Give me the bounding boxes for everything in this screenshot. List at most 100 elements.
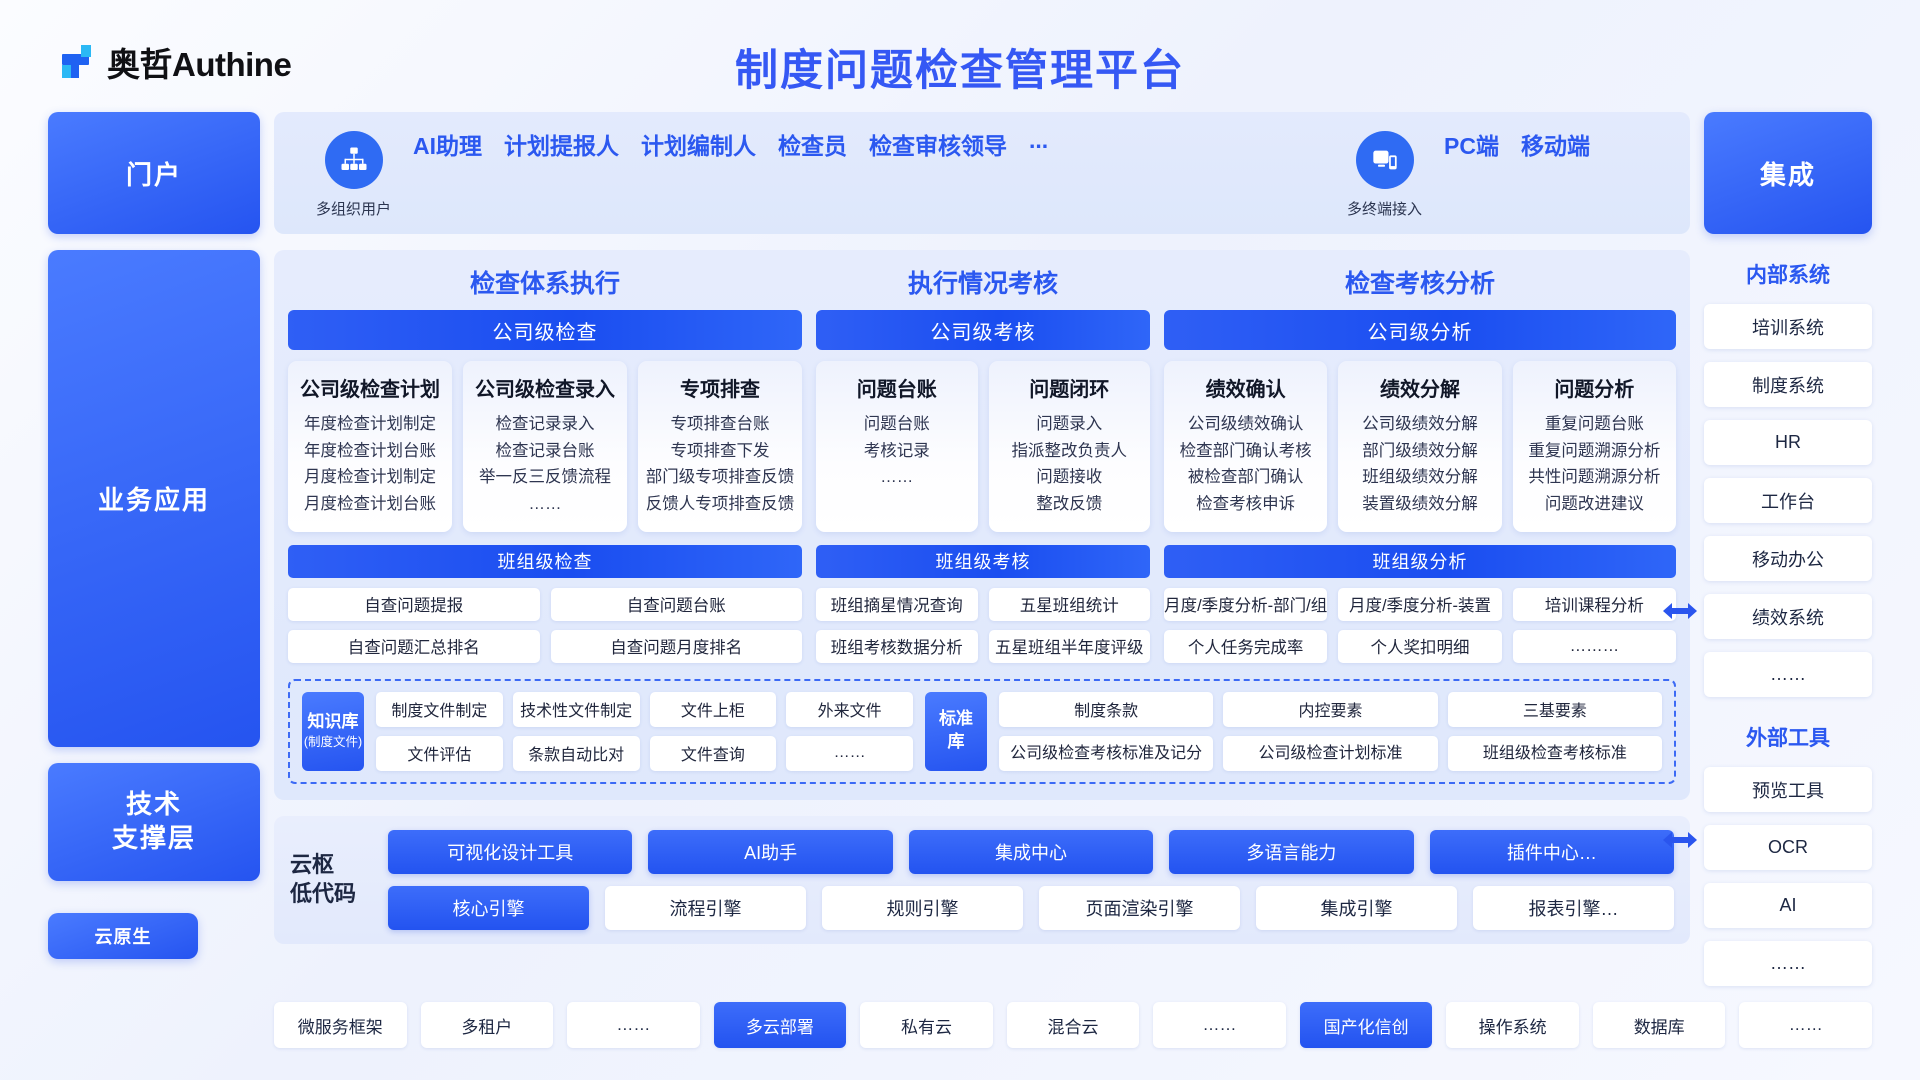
std-team-assessment-standard[interactable]: 班组级检查考核标准 — [1447, 735, 1662, 771]
kb-doc-create[interactable]: 制度文件制定 — [376, 691, 503, 727]
card-item[interactable]: 月度检查计划制定 — [304, 468, 436, 487]
external-ocr[interactable]: OCR — [1704, 825, 1872, 870]
card-item[interactable]: 共性问题溯源分析 — [1528, 468, 1661, 487]
bar-team-inspection[interactable]: 班组级检查 — [288, 544, 802, 578]
std-clause[interactable]: 制度条款 — [999, 691, 1214, 727]
card-company-inspection-entry[interactable]: 公司级检查录入 检查记录录入 检查记录台账 举一反三反馈流程 …… — [463, 361, 627, 532]
role-plan-reporter[interactable]: 计划提报人 — [504, 133, 620, 159]
bar-team-analysis[interactable]: 班组级分析 — [1164, 544, 1676, 578]
card-company-inspection-plan[interactable]: 公司级检查计划 年度检查计划制定 年度检查计划台账 月度检查计划制定 月度检查计… — [288, 361, 452, 532]
card-performance-decompose[interactable]: 绩效分解 公司级绩效分解 部门级绩效分解 班组级绩效分解 装置级绩效分解 — [1338, 361, 1502, 532]
card-item[interactable]: 部门级专项排查反馈 — [645, 468, 795, 487]
infra-hybrid-cloud[interactable]: 混合云 — [1006, 1002, 1140, 1048]
pill-monthly-dept[interactable]: 月度/季度分析-部门/组 — [1164, 587, 1328, 621]
rail-portal[interactable]: 门户 — [48, 112, 260, 234]
infra-domestic-innovation[interactable]: 国产化信创 — [1299, 1002, 1433, 1048]
card-item[interactable]: 年度检查计划制定 — [304, 415, 436, 433]
card-item[interactable]: 举一反三反馈流程 — [479, 468, 611, 487]
infra-more-2[interactable]: …… — [1153, 1002, 1286, 1048]
pill-monthly-device[interactable]: 月度/季度分析-装置 — [1338, 587, 1502, 621]
tech-multilingual[interactable]: 多语言能力 — [1169, 829, 1414, 874]
kb-doc-query[interactable]: 文件查询 — [649, 735, 777, 771]
knowledge-base-tag[interactable]: 知识库 (制度文件) — [302, 691, 364, 771]
std-internal-control[interactable]: 内控要素 — [1223, 691, 1438, 727]
tech-rule-engine[interactable]: 规则引擎 — [822, 885, 1023, 930]
infra-more-3[interactable]: …… — [1739, 1002, 1873, 1048]
card-item[interactable]: 专项排查台账 — [670, 415, 770, 433]
kb-external-doc[interactable]: 外来文件 — [786, 691, 913, 727]
kb-tech-doc-create[interactable]: 技术性文件制定 — [512, 691, 640, 727]
card-item[interactable]: 检查考核申诉 — [1196, 495, 1296, 514]
card-item[interactable]: …… — [528, 495, 562, 514]
infra-multi-tenant[interactable]: 多租户 — [420, 1002, 554, 1048]
tech-ai-assistant[interactable]: AI助手 — [648, 829, 893, 874]
infra-private-cloud[interactable]: 私有云 — [860, 1002, 993, 1048]
card-item[interactable]: 问题录入 — [1036, 415, 1103, 433]
internal-mobile-office[interactable]: 移动办公 — [1704, 536, 1872, 581]
pill-personal-bonus[interactable]: 个人奖扣明细 — [1338, 629, 1502, 663]
rail-integration[interactable]: 集成 — [1704, 112, 1872, 234]
device-pc[interactable]: PC端 — [1444, 133, 1499, 159]
card-item[interactable]: 装置级绩效分解 — [1362, 495, 1478, 514]
card-item[interactable]: 考核记录 — [863, 441, 930, 460]
card-item[interactable]: 被检查部门确认 — [1187, 468, 1304, 487]
kb-doc-shelf[interactable]: 文件上柜 — [649, 691, 777, 727]
internal-training-system[interactable]: 培训系统 — [1704, 304, 1872, 349]
tech-report-engine[interactable]: 报表引擎… — [1473, 885, 1674, 930]
card-problem-closed-loop[interactable]: 问题闭环 问题录入 指派整改负责人 问题接收 整改反馈 — [988, 361, 1150, 532]
rail-cloud-native[interactable]: 云原生 — [48, 913, 198, 959]
internal-more[interactable]: …… — [1704, 652, 1872, 697]
card-special-investigation[interactable]: 专项排查 专项排查台账 专项排查下发 部门级专项排查反馈 反馈人专项排查反馈 — [638, 361, 802, 532]
external-more[interactable]: …… — [1704, 941, 1872, 986]
infra-multi-cloud[interactable]: 多云部署 — [713, 1002, 847, 1048]
pill-five-star-halfyear[interactable]: 五星班组半年度评级 — [988, 629, 1150, 663]
role-ai-assistant[interactable]: AI助理 — [413, 133, 483, 159]
pill-self-summary-rank[interactable]: 自查问题汇总排名 — [288, 629, 540, 663]
bar-company-analysis[interactable]: 公司级分析 — [1164, 310, 1676, 350]
pill-more[interactable]: ……… — [1512, 629, 1676, 663]
pill-personal-completion[interactable]: 个人任务完成率 — [1164, 629, 1328, 663]
internal-performance-system[interactable]: 绩效系统 — [1704, 594, 1872, 639]
card-item[interactable]: 公司级绩效分解 — [1362, 415, 1478, 433]
standard-library-tag[interactable]: 标准 库 — [925, 691, 988, 771]
card-item[interactable]: 整改反馈 — [1036, 495, 1103, 514]
card-item[interactable]: 重复问题溯源分析 — [1528, 441, 1661, 460]
internal-workbench[interactable]: 工作台 — [1704, 478, 1872, 523]
tech-plugin-center[interactable]: 插件中心… — [1429, 829, 1675, 874]
external-preview-tool[interactable]: 预览工具 — [1704, 767, 1872, 812]
pill-team-data-analysis[interactable]: 班组考核数据分析 — [816, 629, 978, 663]
card-problem-ledger[interactable]: 问题台账 问题台账 考核记录 …… — [816, 361, 978, 532]
card-item[interactable]: 检查部门确认考核 — [1179, 441, 1312, 460]
card-item[interactable]: 检查记录台账 — [495, 441, 595, 460]
kb-more[interactable]: …… — [786, 735, 913, 771]
tech-process-engine[interactable]: 流程引擎 — [605, 885, 806, 930]
std-company-assessment-standard[interactable]: 公司级检查考核标准及记分 — [999, 735, 1214, 771]
tech-integration-center[interactable]: 集成中心 — [908, 829, 1154, 874]
card-item[interactable]: 月度检查计划台账 — [304, 495, 436, 514]
kb-doc-eval[interactable]: 文件评估 — [376, 735, 503, 771]
tech-render-engine[interactable]: 页面渲染引擎 — [1039, 885, 1240, 930]
card-item[interactable]: 问题台账 — [863, 415, 930, 433]
bar-company-inspection[interactable]: 公司级检查 — [288, 310, 802, 350]
role-review-leader[interactable]: 检查审核领导 — [869, 133, 1008, 159]
card-item[interactable]: 班组级绩效分解 — [1362, 468, 1478, 487]
tech-integration-engine[interactable]: 集成引擎 — [1256, 885, 1457, 930]
role-plan-editor[interactable]: 计划编制人 — [641, 133, 757, 159]
infra-more-1[interactable]: …… — [567, 1002, 700, 1048]
pill-five-star-stats[interactable]: 五星班组统计 — [988, 587, 1150, 621]
rail-business-application[interactable]: 业务应用 — [48, 250, 260, 747]
infra-os[interactable]: 操作系统 — [1446, 1002, 1579, 1048]
card-item[interactable]: 专项排查下发 — [670, 441, 770, 460]
pill-training-course[interactable]: 培训课程分析 — [1512, 587, 1676, 621]
pill-self-ledger[interactable]: 自查问题台账 — [550, 587, 802, 621]
card-item[interactable]: 公司级绩效确认 — [1187, 415, 1304, 433]
internal-policy-system[interactable]: 制度系统 — [1704, 362, 1872, 407]
card-item[interactable]: 反馈人专项排查反馈 — [645, 495, 795, 514]
tech-core-engine[interactable]: 核心引擎 — [388, 885, 589, 930]
card-item[interactable]: 问题改进建议 — [1544, 495, 1644, 514]
card-item[interactable]: …… — [880, 468, 914, 487]
card-item[interactable]: 问题接收 — [1036, 468, 1103, 487]
card-item[interactable]: 检查记录录入 — [495, 415, 595, 433]
card-problem-analysis[interactable]: 问题分析 重复问题台账 重复问题溯源分析 共性问题溯源分析 问题改进建议 — [1512, 361, 1676, 532]
card-item[interactable]: 年度检查计划台账 — [304, 441, 436, 460]
